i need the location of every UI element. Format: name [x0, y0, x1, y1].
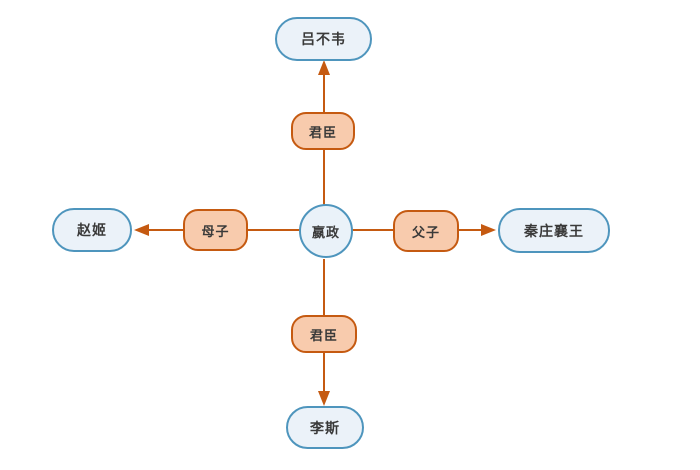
relation-label-top-text: 君臣	[308, 125, 337, 141]
node-qin-zhuangxiang-wang-label: 秦庄襄王	[524, 223, 584, 240]
center-node-label: 嬴政	[311, 225, 340, 241]
arrowhead-right-icon	[481, 224, 496, 236]
relation-label-top: 君臣	[291, 112, 355, 150]
arrowhead-left-icon	[134, 224, 149, 236]
node-li-si: 李斯	[286, 406, 364, 449]
arrowhead-up-icon	[318, 60, 330, 75]
relation-label-left: 母子	[183, 209, 248, 251]
relation-label-left-text: 母子	[201, 224, 230, 240]
relation-label-right: 父子	[393, 210, 459, 252]
relation-label-bottom-text: 君臣	[309, 328, 338, 344]
node-lyu-buwei-label: 吕不韦	[301, 32, 346, 48]
arrowhead-down-icon	[318, 391, 330, 406]
node-zhao-ji: 赵姬	[52, 208, 132, 252]
center-node-ying-zheng: 嬴政	[299, 204, 353, 258]
node-zhao-ji-label: 赵姬	[77, 223, 107, 239]
relation-label-bottom: 君臣	[291, 315, 357, 353]
node-li-si-label: 李斯	[310, 420, 340, 437]
relation-label-right-text: 父子	[411, 225, 440, 241]
node-qin-zhuangxiang-wang: 秦庄襄王	[498, 208, 610, 253]
node-lyu-buwei: 吕不韦	[275, 17, 372, 61]
